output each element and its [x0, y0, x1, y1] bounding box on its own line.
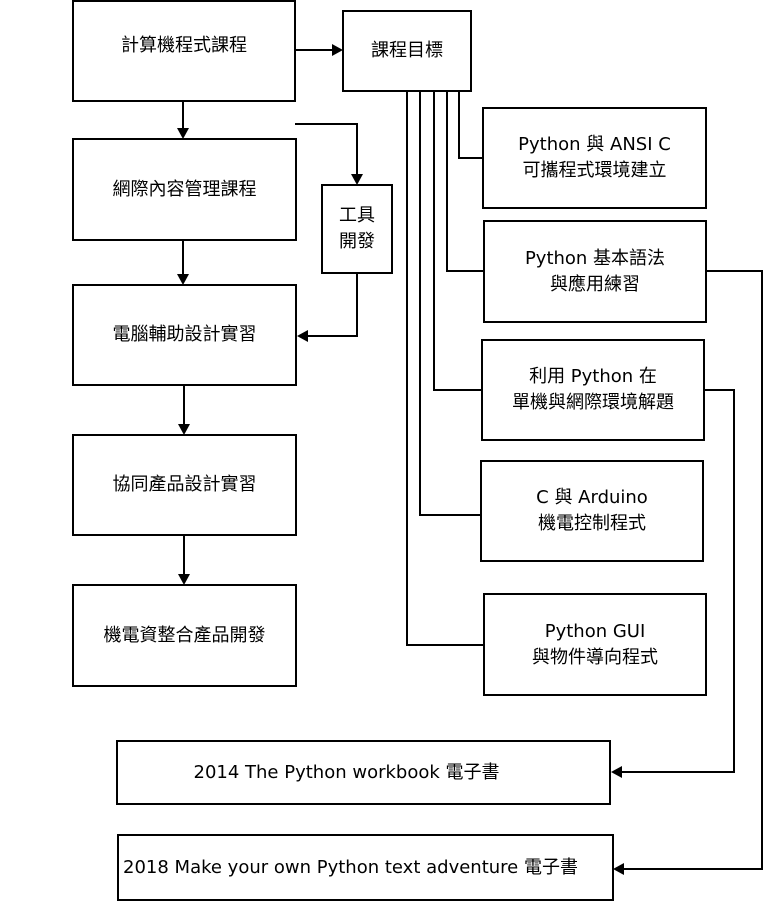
box-goal-basic-syntax[interactable]: Python 基本語法 與應用練習	[483, 220, 707, 323]
box-label: 2014 The Python workbook 電子書	[193, 761, 500, 783]
box-label-line2: 與物件導向程式	[532, 646, 658, 668]
box-label: 網際內容管理課程	[112, 178, 257, 200]
box-ebook-text-adventure[interactable]: 2018 Make your own Python text adventure…	[117, 834, 614, 901]
line-goals-to-item4	[419, 91, 481, 516]
arrow-head	[178, 424, 190, 435]
arrow-head	[297, 330, 308, 342]
box-computer-programming-course[interactable]: 計算機程式課程	[72, 0, 296, 102]
box-label-line2: 可攜程式環境建立	[522, 160, 667, 181]
box-cad-practice[interactable]: 電腦輔助設計實習	[72, 284, 297, 386]
line-goals-to-item5	[406, 91, 484, 646]
box-label-line1: 工具	[339, 205, 375, 226]
box-label: 課程目標	[371, 40, 443, 61]
box-goal-gui-oop[interactable]: Python GUI 與物件導向程式	[483, 593, 707, 696]
box-web-cms-course[interactable]: 網際內容管理課程	[72, 138, 297, 241]
box-label-line1: C 與 Arduino	[536, 487, 648, 508]
box-collab-design-practice[interactable]: 協同產品設計實習	[72, 434, 297, 536]
line-goals-to-item1	[458, 91, 483, 159]
arrow-head	[332, 44, 343, 56]
arrow-head	[611, 766, 622, 778]
box-goal-arduino-control[interactable]: C 與 Arduino 機電控制程式	[480, 460, 704, 562]
box-label-line1: 利用 Python 在	[529, 366, 657, 387]
box-label-line1: Python 與 ANSI C	[518, 134, 671, 155]
arrow-item2-to-ebook2	[622, 270, 763, 870]
arrow-item3-to-ebook1	[620, 389, 735, 773]
box-label-line2: 開發	[339, 231, 375, 252]
arrow-head	[177, 128, 189, 139]
box-label: 2018 Make your own Python text adventure…	[123, 856, 578, 878]
box-label-line2: 與應用練習	[550, 273, 640, 295]
box-label: 計算機程式課程	[121, 35, 247, 56]
arrow-course-to-tools	[295, 123, 358, 176]
box-label: 協同產品設計實習	[112, 474, 257, 495]
arrow-head	[613, 863, 624, 875]
box-label: 電腦輔助設計實習	[112, 324, 257, 345]
box-tools-development[interactable]: 工具 開發	[321, 184, 393, 274]
arrow-head	[178, 574, 190, 585]
box-goal-problem-solving[interactable]: 利用 Python 在 單機與網際環境解題	[481, 339, 705, 441]
box-label-line1: Python 基本語法	[524, 247, 666, 269]
line-goals-to-item2	[446, 91, 484, 272]
box-ebook-python-workbook[interactable]: 2014 The Python workbook 電子書	[116, 740, 611, 805]
arrow-tools-to-cad	[306, 273, 358, 337]
box-mechatronics-product-dev[interactable]: 機電資整合產品開發	[72, 584, 297, 687]
box-goal-portable-env[interactable]: Python 與 ANSI C 可攜程式環境建立	[482, 107, 707, 209]
box-label-line1: Python GUI	[544, 620, 646, 642]
arrow-head	[177, 274, 189, 285]
line-goals-to-item3	[433, 91, 482, 391]
box-label-line2: 單機與網際環境解題	[512, 392, 674, 413]
arrow-head	[351, 174, 363, 185]
box-label-line2: 機電控制程式	[538, 513, 646, 534]
box-course-goals[interactable]: 課程目標	[342, 10, 472, 92]
box-label: 機電資整合產品開發	[103, 624, 266, 646]
